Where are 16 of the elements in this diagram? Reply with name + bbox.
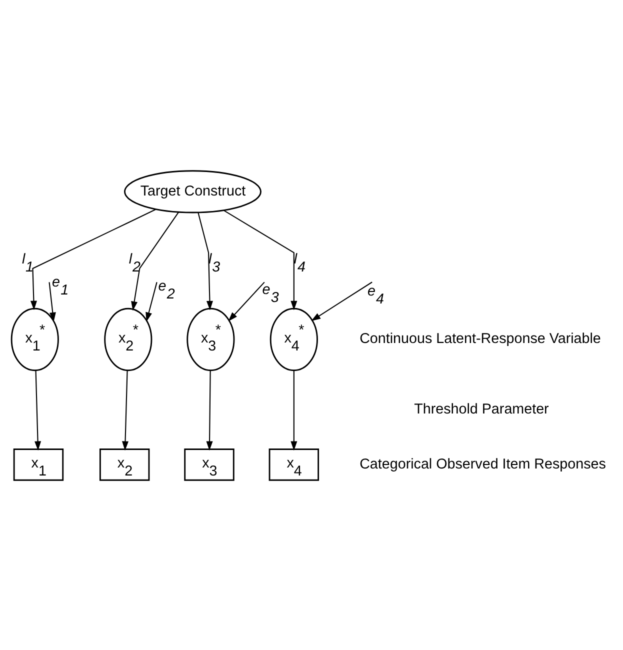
node-ellipse: Target Construct	[124, 170, 262, 213]
arrow	[228, 281, 265, 321]
arrow	[223, 209, 298, 310]
arrow	[131, 211, 180, 310]
label: Threshold Parameter	[414, 400, 549, 417]
arrow	[122, 370, 129, 450]
label: Continuous Latent-Response Variable	[360, 330, 601, 347]
arrow	[290, 370, 298, 450]
arrow	[30, 208, 156, 310]
label: Categorical Observed Item Responses	[360, 456, 606, 472]
arrow	[146, 282, 158, 322]
arrow	[48, 282, 56, 322]
arrow	[198, 212, 213, 310]
arrow	[34, 370, 42, 450]
arrow	[206, 370, 213, 450]
arrow	[311, 281, 372, 320]
